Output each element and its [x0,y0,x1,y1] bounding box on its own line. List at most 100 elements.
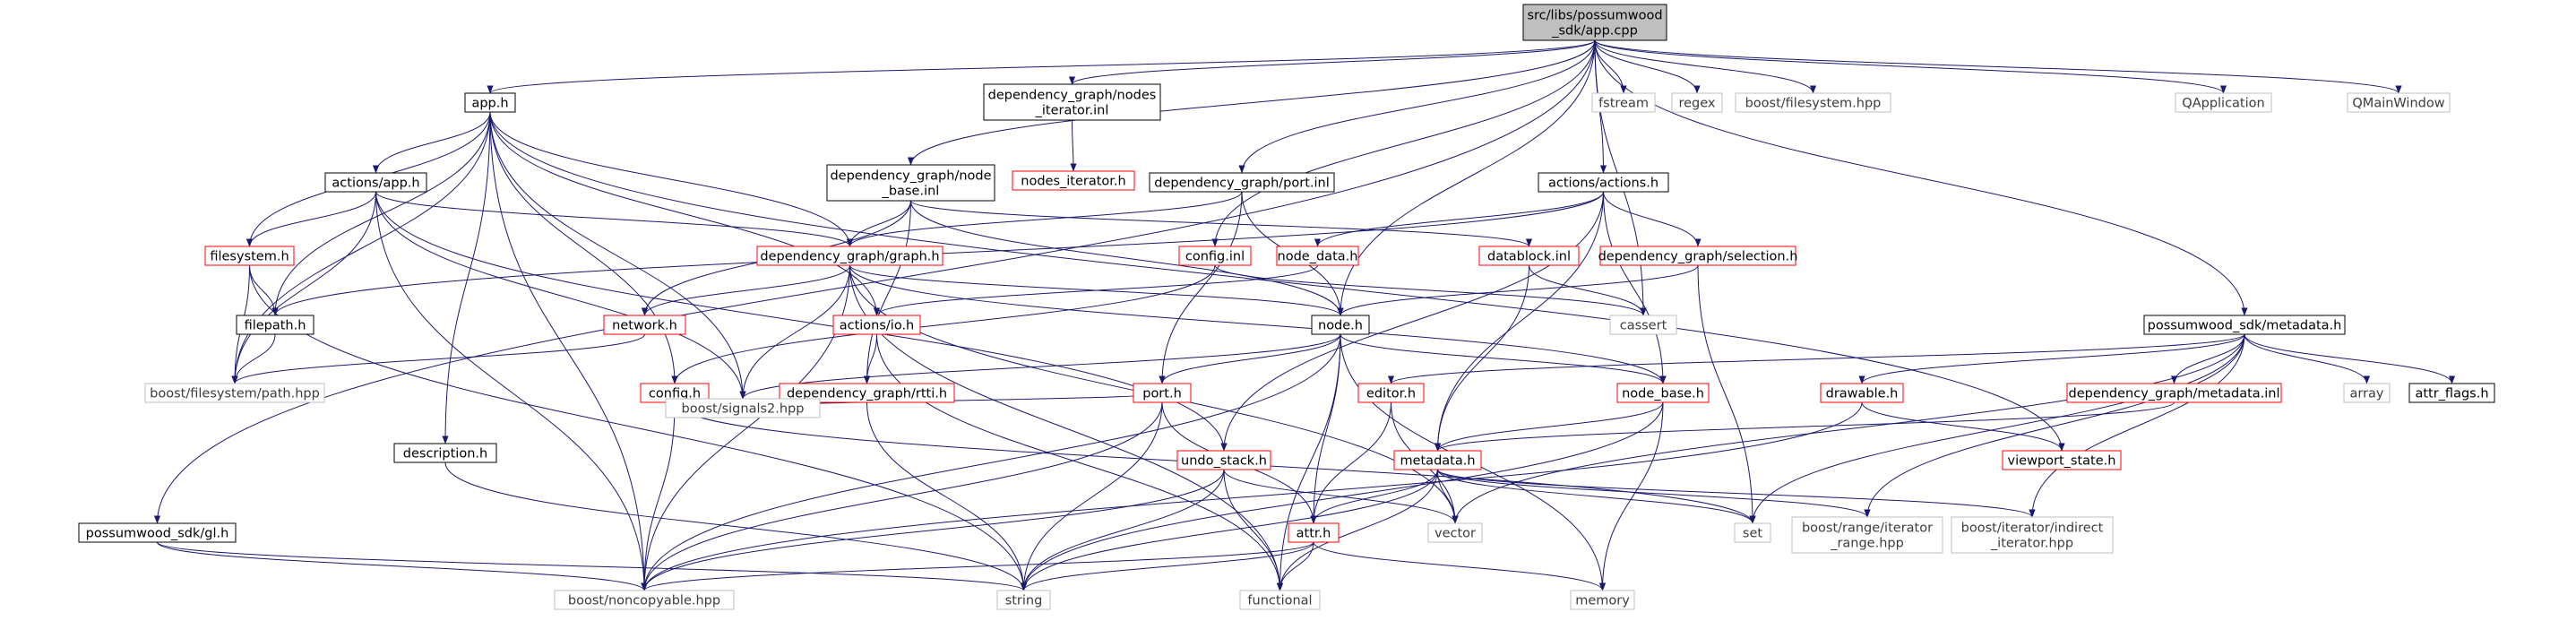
node-signals2[interactable]: boost/signals2.hpp [665,398,821,418]
node-box [2175,92,2272,113]
node-actions-actions-h[interactable]: actions/actions.h [1538,172,1669,193]
node-config-h[interactable]: config.h [640,383,710,403]
node-undo-stack-h[interactable]: undo_stack.h [1176,450,1271,470]
node-box [464,92,516,113]
node-node-h[interactable]: node.h [1311,315,1370,335]
node-box [1427,522,1483,543]
node-cassert[interactable]: cassert [1609,315,1677,335]
node-label: array [2349,387,2383,401]
node-boost-filesystem[interactable]: boost/filesystem.hpp [1735,92,1891,113]
edge-selection-h-to-set [1697,264,1756,524]
edge-metadata-h-to-set [1437,469,1756,524]
edge-metadata-h-to-string [1020,469,1438,591]
node-datablock-inl[interactable]: datablock.inl [1478,246,1580,266]
node-drawable-h[interactable]: drawable.h [1820,383,1904,403]
node-node-base-h[interactable]: node_base.h [1616,383,1710,403]
edge-metadata-h-to-vector [1437,469,1459,524]
edge-graph-h-to-noncopyable [641,264,850,591]
node-box [1820,383,1904,403]
edge-app-h-to-graph-h [489,111,854,247]
node-filesystem-h[interactable]: filesystem.h [204,246,295,266]
edge-metadata-inl-to-metadata-h [1434,401,2175,452]
node-metadata-h[interactable]: metadata.h [1393,450,1482,470]
edge-node-base-inl-to-rtti-h [863,200,911,384]
edge-metadata-h-to-indirect-iterator [1437,469,2036,518]
node-label: actions/actions.h [1548,177,1658,191]
node-filepath-h[interactable]: filepath.h [236,315,314,335]
edge-attr-h-to-functional [1276,541,1314,591]
node-app-h[interactable]: app.h [464,92,516,113]
edge-config-h-to-noncopyable [641,401,676,591]
edge-node-base-inl-to-node-h [910,200,1344,316]
node-box [1734,522,1771,543]
edge-undo-stack-h-to-string [1020,469,1225,591]
node-box [1393,450,1482,470]
node-boost-path[interactable]: boost/filesystem/path.hpp [144,383,325,403]
node-label: boost/signals2.hpp [682,402,805,417]
node-node-data-h[interactable]: node_data.h [1276,246,1359,266]
node-nodes-iterator-inl[interactable]: dependency_graph/nodes_iterator.inl [983,83,1161,121]
node-config-inl[interactable]: config.inl [1178,246,1252,266]
node-memory[interactable]: memory [1570,590,1635,610]
node-selection-h[interactable]: dependency_graph/selection.h [1598,246,1798,266]
node-string[interactable]: string [996,590,1051,610]
edge-app-h-to-viewport-state-h [489,111,2065,452]
edge-metadata-sdk-h-to-attr-flags-h [2244,333,2456,384]
node-attr-h[interactable]: attr.h [1288,522,1340,543]
node-label: config.h [649,387,701,401]
node-rtti-h[interactable]: dependency_graph/rtti.h [779,383,955,403]
node-nodes-iterator-h[interactable]: nodes_iterator.h [1012,170,1135,191]
node-port-inl[interactable]: dependency_graph/port.inl [1149,172,1335,193]
node-network-h[interactable]: network.h [603,315,686,335]
edge-filepath-h-to-boost-path [231,333,276,384]
node-editor-h[interactable]: editor.h [1357,383,1425,403]
node-port-h[interactable]: port.h [1133,383,1192,403]
node-iterator-range[interactable]: boost/range/iterator_range.hpp [1791,516,1943,554]
node-box [1012,170,1135,191]
node-metadata-sdk-h[interactable]: possumwood_sdk/metadata.h [2143,315,2346,335]
node-label: filesystem.h [210,250,289,264]
node-box [1609,315,1677,335]
node-label: port.h [1142,387,1182,401]
node-vector[interactable]: vector [1427,522,1483,543]
node-fstream[interactable]: fstream [1591,92,1656,113]
node-box [2066,383,2282,403]
node-graph-h[interactable]: dependency_graph/graph.h [756,246,943,266]
node-box [1357,383,1425,403]
node-gl-h[interactable]: possumwood_sdk/gl.h [78,522,237,543]
node-description-h[interactable]: description.h [393,443,497,463]
node-metadata-inl[interactable]: dependency_graph/metadata.inl [2066,383,2282,403]
node-qapplication[interactable]: QApplication [2175,92,2272,113]
node-regex[interactable]: regex [1671,92,1723,113]
node-box [78,522,237,543]
node-label: _sdk/app.cpp [1551,24,1638,39]
node-root[interactable]: src/libs/possumwood_sdk/app.cpp [1522,4,1667,41]
edge-datablock-inl-to-metadata-h [1434,264,1529,452]
edge-app-h-to-signals2 [489,111,746,400]
node-indirect-iterator[interactable]: boost/iterator/indirect_iterator.hpp [1951,516,2114,554]
edge-root-to-nodes-iterator-inl [1069,39,1596,85]
node-box [1599,246,1796,266]
edge-port-h-to-string [1020,401,1163,591]
node-actions-io-h[interactable]: actions/io.h [832,315,921,335]
edge-attr-h-to-string [1021,541,1314,591]
node-node-base-inl[interactable]: dependency_graph/node_base.inl [826,164,995,202]
node-box [832,315,921,335]
edge-root-to-node-base-inl [907,39,1596,166]
node-attr-flags-h[interactable]: attr_flags.h [2408,383,2495,403]
node-label: QApplication [2182,97,2264,111]
edge-actions-actions-h-to-metadata-h [1434,191,1604,452]
node-box [1591,92,1656,113]
edge-node-base-h-to-metadata-h [1434,401,1664,452]
node-functional[interactable]: functional [1239,590,1321,610]
node-label: dependency_graph/rtti.h [787,387,947,401]
node-box [1570,590,1635,610]
node-viewport-state-h[interactable]: viewport_state.h [2002,450,2122,470]
node-set[interactable]: set [1734,522,1771,543]
node-noncopyable[interactable]: boost/noncopyable.hpp [554,590,735,610]
edge-node-h-to-node-base-h [1340,333,1667,384]
node-array[interactable]: array [2343,383,2391,403]
node-qmainwindow[interactable]: QMainWindow [2347,92,2451,113]
node-actions-app-h[interactable]: actions/app.h [324,172,427,193]
edge-graph-h-to-functional [849,264,1284,591]
